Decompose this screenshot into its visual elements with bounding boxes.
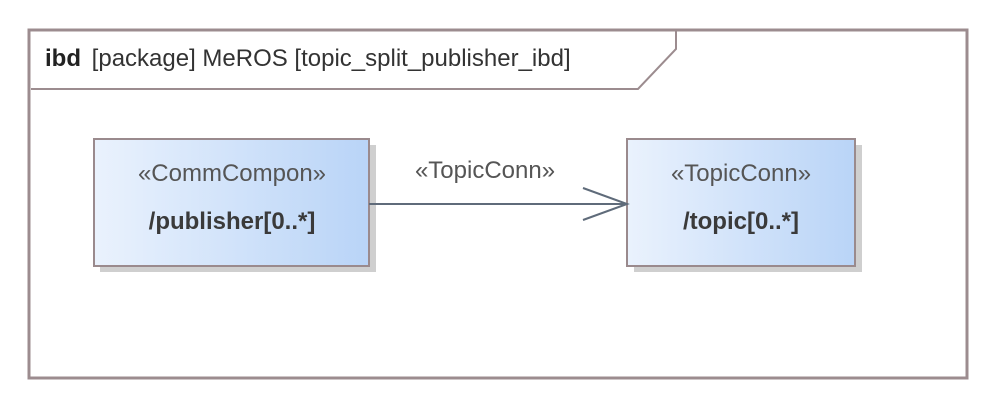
frame-header-tab bbox=[31, 31, 677, 90]
frame-title: ibd [package] MeROS [topic_split_publish… bbox=[45, 45, 571, 72]
connector-arrowhead-icon bbox=[582, 187, 630, 221]
part-publisher-box[interactable] bbox=[93, 138, 370, 267]
part-publisher-name: /publisher[0..*] bbox=[149, 208, 316, 235]
part-publisher[interactable]: «CommCompon» /publisher[0..*] bbox=[93, 138, 376, 272]
part-publisher-stereotype: «CommCompon» bbox=[138, 160, 326, 187]
part-topic-name: /topic[0..*] bbox=[683, 208, 799, 235]
part-topic[interactable]: «TopicConn» /topic[0..*] bbox=[626, 138, 862, 272]
part-topic-stereotype: «TopicConn» bbox=[671, 160, 811, 187]
part-topic-box[interactable] bbox=[626, 138, 856, 267]
connector-stereotype: «TopicConn» bbox=[415, 157, 555, 184]
frame-header: [package] MeROS [topic_split_publisher_i… bbox=[92, 45, 571, 72]
frame-kind: ibd bbox=[45, 45, 81, 72]
topic-connector[interactable]: «TopicConn» bbox=[369, 157, 630, 221]
